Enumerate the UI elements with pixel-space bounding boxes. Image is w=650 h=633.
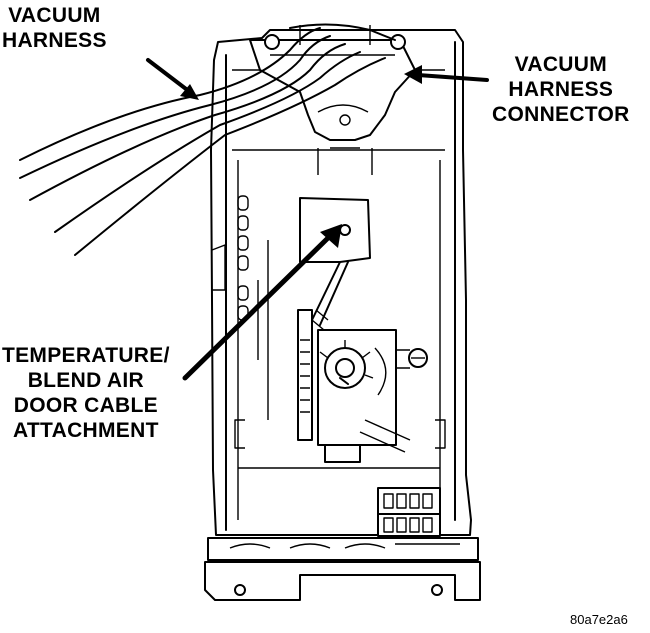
connector-arrowhead: [404, 65, 422, 84]
lower-housing-details: [234, 419, 446, 469]
side-vent-slots: [211, 195, 269, 420]
blend-door-arrowhead: [320, 224, 342, 248]
vacuum-harness-connector-label: VACUUM HARNESS CONNECTOR: [492, 53, 630, 126]
temperature-blend-door-label: TEMPERATURE/ BLEND AIR DOOR CABLE ATTACH…: [2, 344, 170, 442]
blend-door-lever-assembly: [297, 197, 428, 463]
mounting-base: [204, 537, 481, 601]
figure-id: 80a7e2a6: [570, 612, 628, 627]
harness-connector-bracket: [249, 25, 416, 175]
vacuum-hoses: [19, 23, 396, 256]
electrical-connector: [377, 487, 441, 537]
leader-arrows: [146, 58, 489, 381]
vacuum-harness-arrowhead: [180, 84, 199, 100]
vacuum-harness-label: VACUUM HARNESS: [2, 4, 107, 52]
